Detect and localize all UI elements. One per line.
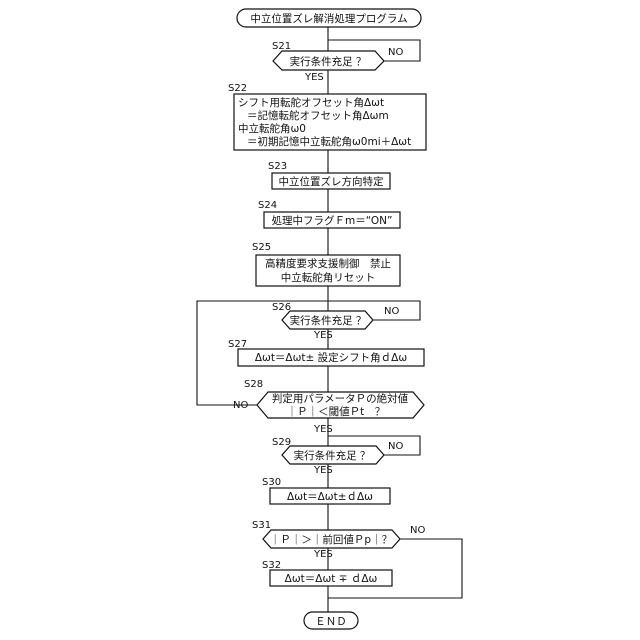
process-s22-line-3: 中立転舵角ω0 bbox=[238, 122, 306, 135]
step-id-s27: S27 bbox=[228, 339, 247, 350]
step-id-s23: S23 bbox=[268, 161, 287, 172]
step-id-s30: S30 bbox=[262, 477, 281, 488]
branch-no-s31: NO bbox=[410, 525, 425, 536]
end-terminal-label: ＥＮＤ bbox=[315, 616, 347, 628]
step-id-s24: S24 bbox=[258, 200, 277, 211]
branch-yes-s28: YES bbox=[313, 424, 333, 435]
step-id-s32: S32 bbox=[262, 560, 281, 571]
step-id-s31: S31 bbox=[252, 520, 271, 531]
branch-no-s21: NO bbox=[388, 47, 403, 58]
decision-s21-label: 実行条件充足 ？ bbox=[290, 55, 367, 68]
step-id-s25: S25 bbox=[252, 242, 271, 253]
process-s32-label: Δωt＝Δωt ∓ ｄΔω bbox=[285, 573, 378, 585]
process-s23-label: 中立位置ズレ方向特定 bbox=[279, 175, 384, 188]
process-s30-label: Δωt＝Δωt±ｄΔω bbox=[287, 491, 373, 503]
process-s25-line-1: 高精度要求支援制御 禁止 bbox=[265, 257, 391, 270]
decision-s28-line-1: 判定用パラメータＰの絶対値 bbox=[272, 392, 409, 405]
process-s22-line-1: シフト用転舵オフセット角Δωt bbox=[238, 96, 384, 109]
branch-yes-s26: YES bbox=[313, 330, 333, 341]
branch-yes-s31: YES bbox=[313, 549, 333, 560]
start-terminal-label: 中立位置ズレ解消処理プログラム bbox=[250, 12, 407, 25]
decision-s28-line-2: ｜Ｐ｜＜閾値Ｐt ？ bbox=[287, 405, 386, 418]
step-id-s26: S26 bbox=[272, 302, 291, 313]
process-s22-line-4: ＝初期記憶中立転舵角ω0mi＋Δωt bbox=[247, 135, 411, 148]
decision-s26-label: 実行条件充足 ？ bbox=[290, 314, 367, 327]
step-id-s21: S21 bbox=[272, 41, 291, 52]
process-s25-line-2: 中立転舵角リセット bbox=[281, 271, 376, 284]
decision-s31-label: ｜Ｐ｜＞｜前回値Ｐp｜？ bbox=[270, 533, 392, 546]
decision-s29-label: 実行条件充足 ？ bbox=[294, 449, 371, 462]
process-s24-label: 処理中フラグＦm＝“ON” bbox=[272, 214, 393, 227]
process-s27-label: Δωt＝Δωt± 設定シフト角ｄΔω bbox=[255, 351, 408, 364]
branch-no-s29: NO bbox=[388, 441, 403, 452]
branch-yes-s29: YES bbox=[313, 465, 333, 476]
step-id-s28: S28 bbox=[244, 379, 263, 390]
branch-no-s26: NO bbox=[384, 306, 399, 317]
step-id-s22: S22 bbox=[228, 83, 247, 94]
process-s22-line-2: ＝記憶転舵オフセット角Δωm bbox=[247, 109, 389, 122]
step-id-s29: S29 bbox=[272, 437, 291, 448]
branch-yes-s21: YES bbox=[304, 72, 324, 83]
branch-no-s28: NO bbox=[233, 400, 248, 411]
